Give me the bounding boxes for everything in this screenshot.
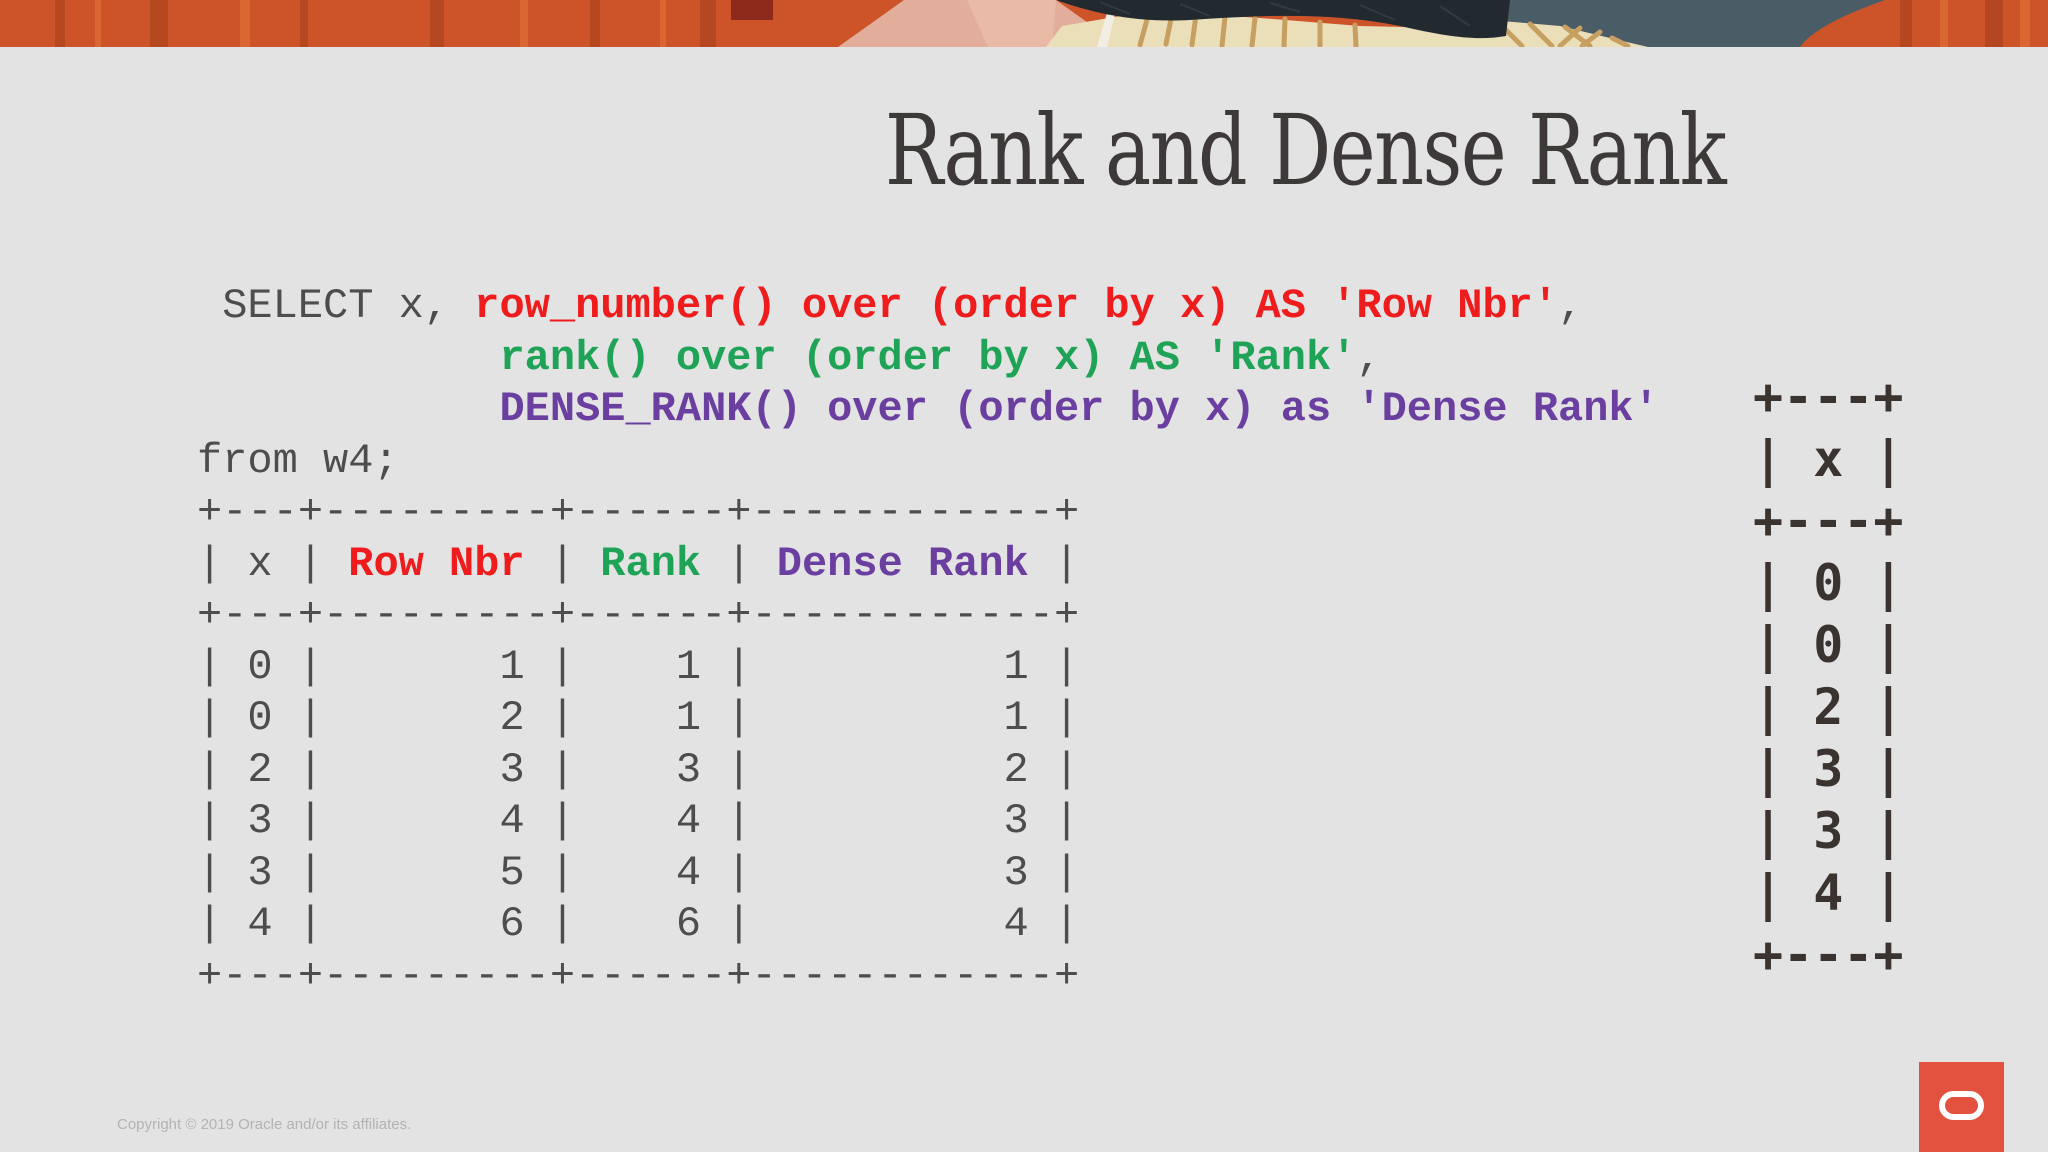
banner-navy-wave [1056, 0, 1510, 39]
banner-illustration [0, 0, 2048, 47]
sql-line: SELECT x, row_number() over (order by x)… [197, 282, 1584, 330]
banner-darkred-block [731, 0, 773, 20]
banner-white-stripe [1097, 6, 1117, 47]
sql-line: | 2 | 3 | 3 | 2 | [197, 745, 1080, 794]
sql-line: +---+---------+------+------------+ [197, 951, 1080, 1000]
sql-line: from w4; [197, 436, 399, 485]
sql-line: | 3 | 5 | 4 | 3 | [197, 848, 1080, 897]
banner-slate-shape [1505, 0, 1885, 47]
sql-line: | 4 | 6 | 6 | 4 | [197, 900, 1080, 948]
sql-line: DENSE_RANK() over (order by x) as 'Dense… [499, 385, 1659, 433]
sql-line: | 0 | 2 | 1 | 1 | [197, 694, 1080, 742]
oracle-logo [1919, 1062, 2004, 1152]
sql-line: | 3 | 4 | 4 | 3 | [197, 797, 1080, 845]
sql-line: +---+---------+------+------------+ [197, 591, 1080, 639]
x-table-block: +---+ | x | +---+ | 0 | | 0 | | 2 | | 3 … [1753, 368, 1904, 984]
sql-line: | 0 | 1 | 1 | 1 | [197, 642, 1080, 691]
oracle-o-icon [1939, 1091, 1984, 1120]
sql-output-block: SELECT x, row_number() over (order by x)… [197, 281, 1659, 1002]
sql-line: rank() over (order by x) AS 'Rank', [499, 333, 1382, 382]
sql-line: | x | Row Nbr | Rank | Dense Rank | [197, 539, 1080, 588]
page-title: Rank and Dense Rank [884, 94, 1727, 207]
sql-line: +---+---------+------+------------+ [197, 488, 1080, 536]
copyright-text: Copyright © 2019 Oracle and/or its affil… [117, 1116, 412, 1133]
